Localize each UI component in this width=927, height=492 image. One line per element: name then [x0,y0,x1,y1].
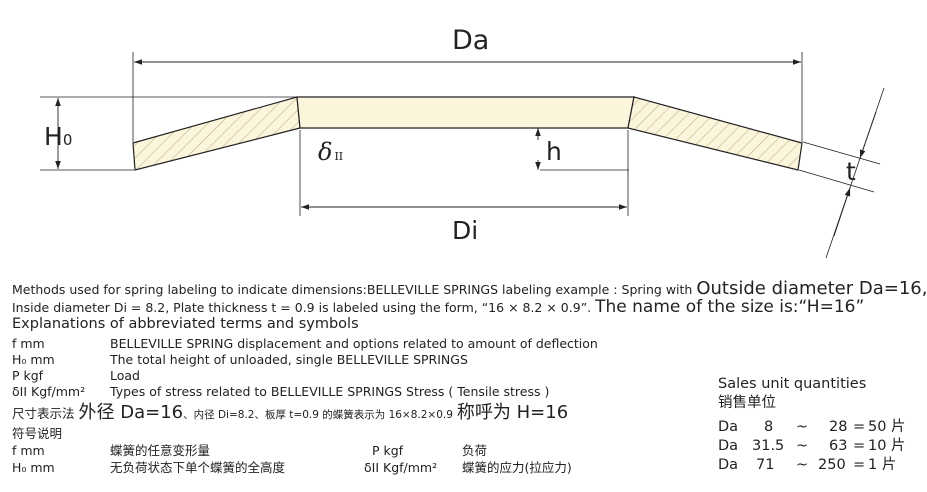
sales-row-to: 28 [829,419,848,435]
cn-labeling-outside: 外径 Da=16 [78,402,184,423]
labeling-line-1-small: Methods used for spring labeling to indi… [12,282,693,297]
sales-row-eq: = [853,438,866,454]
explanations-heading: Explanations of abbreviated terms and sy… [12,316,359,332]
sales-row-qty: 1 片 [868,457,897,473]
sales-row-qty: 10 片 [868,438,906,454]
labeling-line-1-big: Outside diameter Da=16, [696,278,927,299]
abbrev-desc-f: BELLEVILLE SPRING displacement and optio… [110,336,598,351]
spring-center-section [296,96,635,129]
labeling-line-1: Methods used for spring labeling to indi… [12,278,927,299]
sales-row-eq: = [853,457,866,473]
sales-row-to: 63 [829,438,848,454]
spring-left-section [132,96,301,171]
cn-abbrev-desc-p: 负荷 [462,443,488,458]
sales-row-sep: ~ [796,438,809,454]
sales-row-label: Da [718,438,739,454]
abbrev-symbol-f: f mm [12,336,45,351]
sales-row-from: 31.5 [752,438,785,454]
t-extension-bottom [798,169,875,193]
labeling-line-2: Inside diameter Di = 8.2, Plate thicknes… [12,297,865,317]
sales-row-sep: ~ [796,457,809,473]
sales-row-from: 71 [756,457,775,473]
labeling-line-2-small: Inside diameter Di = 8.2, Plate thicknes… [12,300,592,315]
sales-row-label: Da [718,419,739,435]
label-h: h [546,137,562,166]
cn-labeling-line: 尺寸表示法 外径 Da=16、内径 Di=8.2、板厚 t=0.9 的蝶簧表示为… [12,402,569,423]
sales-row-sep: ~ [796,419,809,435]
abbrev-symbol-h0: H₀ mm [12,352,55,367]
cn-heading: 符号说明 [12,426,63,441]
sales-row-to: 250 [818,457,846,473]
sales-row-qty: 50 片 [868,419,906,435]
abbrev-desc-h0: The total height of unloaded, single BEL… [110,352,468,367]
label-h0: H0 [44,122,72,151]
cn-abbrev-symbol-stress: δII Kgf/mm² [364,460,438,475]
t-extension-top [802,141,881,165]
abbrev-symbol-p: P kgf [12,368,44,383]
cn-abbrev-desc-stress: 蝶簧的应力(拉应力) [462,460,572,475]
cn-labeling-middle: 、内径 Di=8.2、板厚 t=0.9 的蝶簧表示为 16×8.2×0.9 [183,409,453,421]
cn-labeling-name: 称呼为 H=16 [456,402,569,423]
cn-abbrev-symbol-f: f mm [12,443,45,458]
cn-abbrev-symbol-h0: H₀ mm [12,460,55,475]
cn-abbrev-symbol-p: P kgf [372,443,404,458]
labeling-line-2-big: The name of the size is:“H=16” [595,297,865,317]
abbrev-symbol-stress: δII Kgf/mm² [12,384,86,399]
cn-abbrev-desc-h0: 无负荷状态下单个蝶簧的全高度 [110,460,286,475]
sales-row-eq: = [853,419,866,435]
t-arrow-bottom [833,187,851,237]
abbrev-desc-stress: Types of stress related to BELLEVILLE SP… [110,384,550,399]
spring-right-section [627,96,803,171]
label-t: t [846,157,856,186]
sales-title-en: Sales unit quantities [718,376,867,392]
abbrev-desc-p: Load [110,368,140,383]
cn-labeling-prefix: 尺寸表示法 [12,406,75,421]
t-arrow-top [859,111,877,159]
cn-abbrev-desc-f: 蝶簧的任意变形量 [110,443,211,458]
sales-title-cn: 销售单位 [718,395,776,411]
sales-row-from: 8 [764,419,774,435]
sales-row-label: Da [718,457,739,473]
label-di: Di [452,216,478,245]
label-da: Da [452,25,489,56]
